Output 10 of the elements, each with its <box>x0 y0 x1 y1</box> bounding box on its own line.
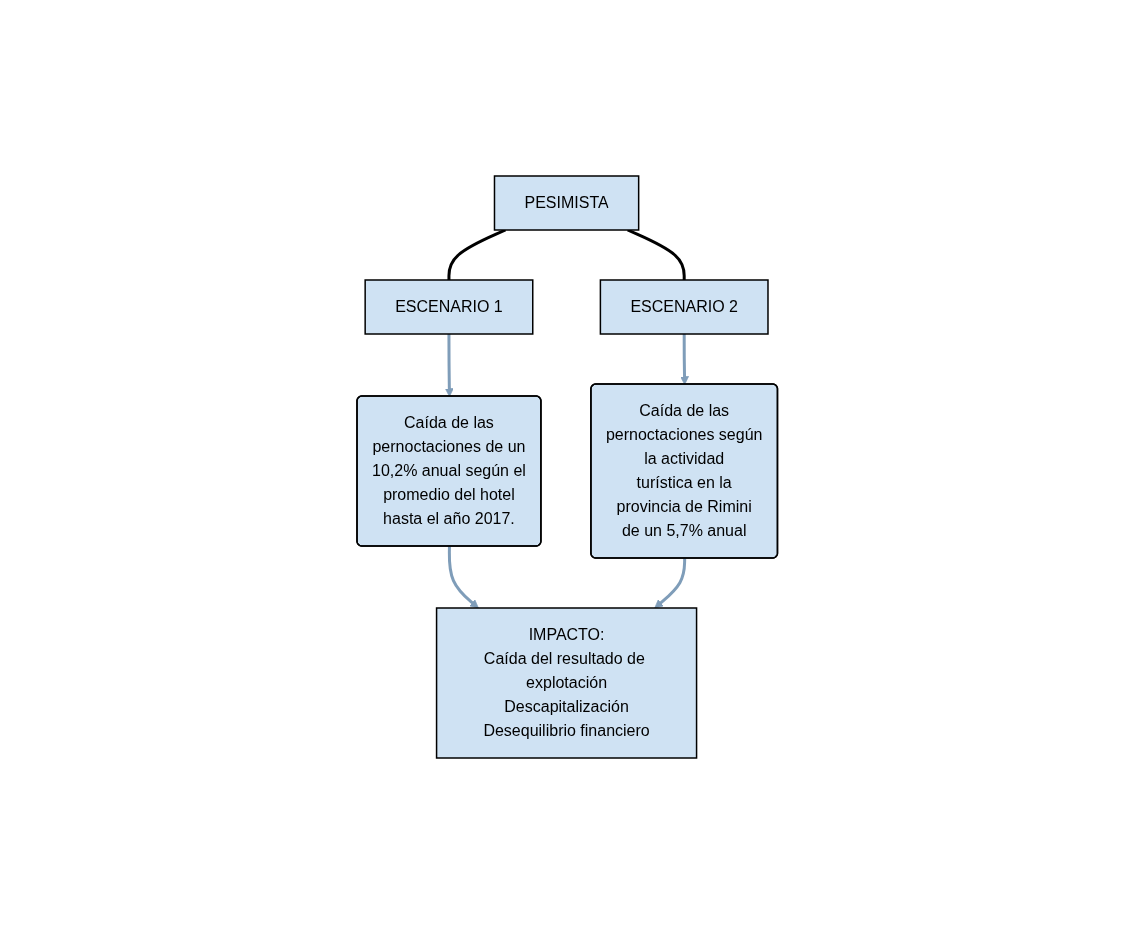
node-box: IMPACTO: Caída del resultado de explotación Descapitalización Desequilibrio financiero <box>436 606 698 759</box>
arrow <box>445 333 454 397</box>
node-box: ESCENARIO 2 <box>599 278 769 335</box>
arrow <box>654 557 687 608</box>
connector <box>627 228 686 280</box>
arrow <box>680 333 690 385</box>
arrow <box>448 545 479 608</box>
node-box: PESIMISTA <box>494 174 640 231</box>
connector <box>447 228 507 280</box>
node-box: ESCENARIO 1 <box>364 278 534 335</box>
